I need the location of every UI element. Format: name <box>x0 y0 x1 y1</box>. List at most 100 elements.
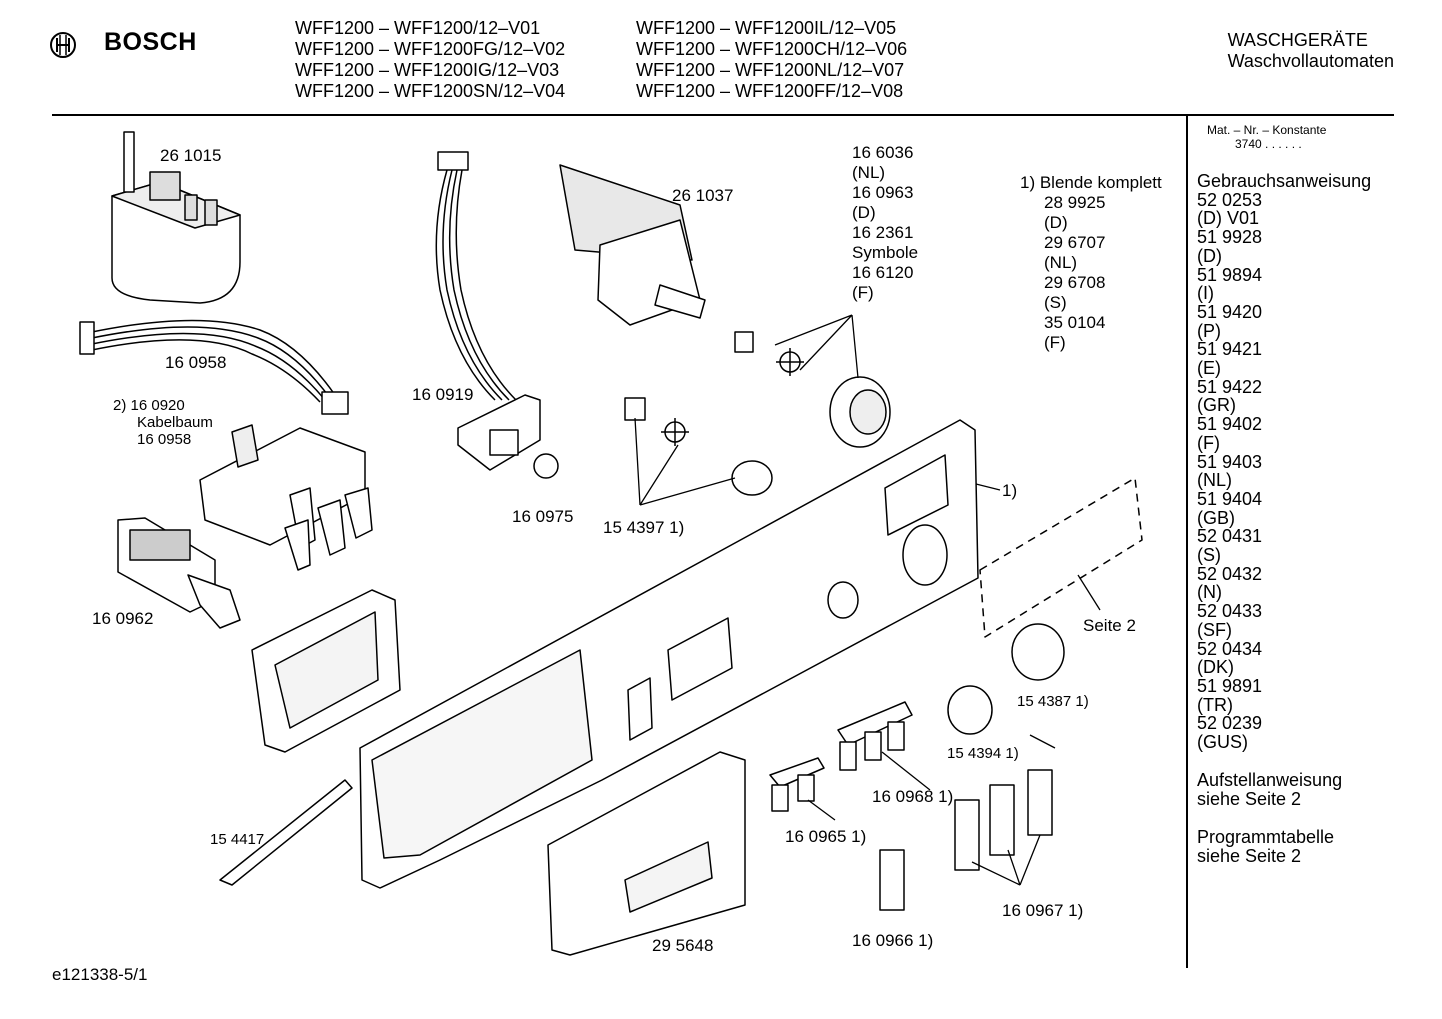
part-label: Kabelbaum <box>137 414 213 431</box>
manual-entry: 52 0431 <box>1197 526 1263 547</box>
model-line: WFF1200 – WFF1200SN/12–V04 <box>295 81 566 101</box>
terminal-block-part <box>117 517 241 629</box>
manual-entry: 51 9894 <box>1197 264 1263 285</box>
category-block: WASCHGERÄTE Waschvollautomaten <box>1228 30 1394 72</box>
manual-entry: (F) <box>1197 432 1220 453</box>
model-line: WFF1200 – WFF1200FF/12–V08 <box>636 81 904 101</box>
clip-part <box>624 397 646 421</box>
manual-entry: (GR) <box>1197 395 1236 416</box>
program-title: Programmtabelle <box>1197 827 1335 847</box>
blende-codes: 1) Blende komplett 28 9925 (D) 29 6707 (… <box>1020 173 1162 352</box>
model-line: WFF1200 – WFF1200IL/12–V05 <box>636 18 897 38</box>
part-label: 16 0967 1) <box>1002 901 1084 920</box>
manual-entry: 51 9422 <box>1197 376 1263 397</box>
model-line: WFF1200 – WFF1200/12–V01 <box>295 18 541 38</box>
manual-entry: 51 9421 <box>1197 339 1263 360</box>
part-label: 16 0919 <box>412 385 474 404</box>
manual-entry: (E) <box>1197 358 1221 379</box>
program-ref: siehe Seite 2 <box>1197 845 1302 866</box>
suppressor-part <box>111 131 241 304</box>
manual-entry: 51 9891 <box>1197 675 1263 696</box>
part-label: 16 0962 <box>92 609 154 628</box>
model-line: WFF1200 – WFF1200CH/12–V06 <box>636 39 908 59</box>
category-title: WASCHGERÄTE <box>1227 30 1368 50</box>
manual-entry: 51 9402 <box>1197 414 1263 435</box>
knob-codes: 16 6036 (NL) 16 0963 (D) 16 2361 Symbole… <box>852 143 919 302</box>
cable-part <box>435 151 541 471</box>
key-part <box>954 799 980 871</box>
ring-part <box>731 460 773 496</box>
part-label: 16 0968 1) <box>872 787 954 806</box>
part-label: 15 4394 1) <box>947 745 1019 762</box>
manual-entry: 51 9420 <box>1197 301 1263 322</box>
connector-board-part <box>199 424 373 571</box>
part-label: 16 0975 <box>512 507 574 526</box>
knob-15-4387-part <box>1011 623 1065 681</box>
part-label: 1) <box>1002 481 1018 500</box>
key-part <box>989 784 1015 856</box>
harness-part <box>79 319 349 415</box>
manual-entry: (DK) <box>1197 657 1234 678</box>
manual-entry: 51 9404 <box>1197 488 1263 509</box>
bosch-logo-icon <box>48 30 78 60</box>
manual-entry: (GB) <box>1197 507 1235 528</box>
part-label: 15 4397 1) <box>603 518 685 537</box>
clip-part <box>734 331 754 353</box>
model-list-left: WFF1200 – WFF1200/12–V01 WFF1200 – WFF12… <box>295 18 565 102</box>
install-ref: siehe Seite 2 <box>1197 788 1302 809</box>
rod-part <box>219 779 353 886</box>
brand-name: BOSCH <box>104 28 197 56</box>
manual-entry: (I) <box>1197 283 1214 304</box>
manual-entry: 51 9928 <box>1197 227 1263 248</box>
part-label: 2) 16 0920 <box>113 397 185 414</box>
button-set-part <box>837 701 913 746</box>
model-line: WFF1200 – WFF1200IG/12–V03 <box>295 60 560 80</box>
program-note: Programmtabelle siehe Seite 2 <box>1197 828 1334 865</box>
manual-entry: 52 0432 <box>1197 563 1263 584</box>
material-constant: Mat. – Nr. – Konstante 3740 . . . . . . <box>1207 123 1326 151</box>
key-16-0966-part <box>879 849 905 911</box>
part-label: 26 1015 <box>160 146 222 165</box>
panel-outline-dashed <box>979 477 1143 638</box>
manual-entry: 52 0433 <box>1197 601 1263 622</box>
manual-entry: (D) V01 <box>1197 208 1260 229</box>
part-label: 15 4387 1) <box>1017 693 1089 710</box>
part-label: 16 0966 1) <box>852 931 934 950</box>
mat-value: 3740 . . . . . . <box>1235 137 1302 151</box>
manual-entry: 52 0239 <box>1197 713 1263 734</box>
manual-entry: (GUS) <box>1197 732 1248 753</box>
button-pair-part <box>769 757 825 788</box>
category-subtitle: Waschvollautomaten <box>1227 51 1394 71</box>
manual-entry: (S) <box>1197 545 1221 566</box>
timer-part <box>559 164 706 326</box>
key-part <box>1027 769 1053 836</box>
install-note: Aufstellanweisung siehe Seite 2 <box>1197 771 1342 808</box>
model-line: WFF1200 – WFF1200FG/12–V02 <box>295 39 566 59</box>
model-list-right: WFF1200 – WFF1200IL/12–V05 WFF1200 – WFF… <box>636 18 907 102</box>
manual-entry: 52 0434 <box>1197 638 1263 659</box>
manual-entry: 52 0253 <box>1197 189 1263 210</box>
manual-entry: (NL) <box>1197 470 1232 491</box>
part-label: 26 1037 <box>672 186 734 205</box>
control-panel-part <box>359 419 979 889</box>
part-label: 15 4417 <box>210 831 265 848</box>
document-code: e121338-5/1 <box>52 965 148 984</box>
manual-entry: (P) <box>1197 320 1221 341</box>
selector-housing-part <box>251 589 401 753</box>
part-label: 16 0965 1) <box>785 827 867 846</box>
part-label: 16 0958 <box>137 431 192 448</box>
drawer-handle-part <box>547 751 746 956</box>
page-ref-label: Seite 2 <box>1083 616 1136 635</box>
mat-label: Mat. – Nr. – Konstante <box>1207 123 1327 137</box>
model-line: WFF1200 – WFF1200NL/12–V07 <box>636 60 905 80</box>
header-divider <box>52 114 1394 116</box>
manual-entry: (TR) <box>1197 694 1233 715</box>
sidebar-divider <box>1186 116 1188 968</box>
manual-title: Gebrauchsanweisung <box>1197 171 1372 191</box>
manual-entry: 51 9403 <box>1197 451 1263 472</box>
manual-entry: (D) <box>1197 245 1222 266</box>
manual-entry: (SF) <box>1197 619 1232 640</box>
install-title: Aufstellanweisung <box>1197 770 1343 790</box>
